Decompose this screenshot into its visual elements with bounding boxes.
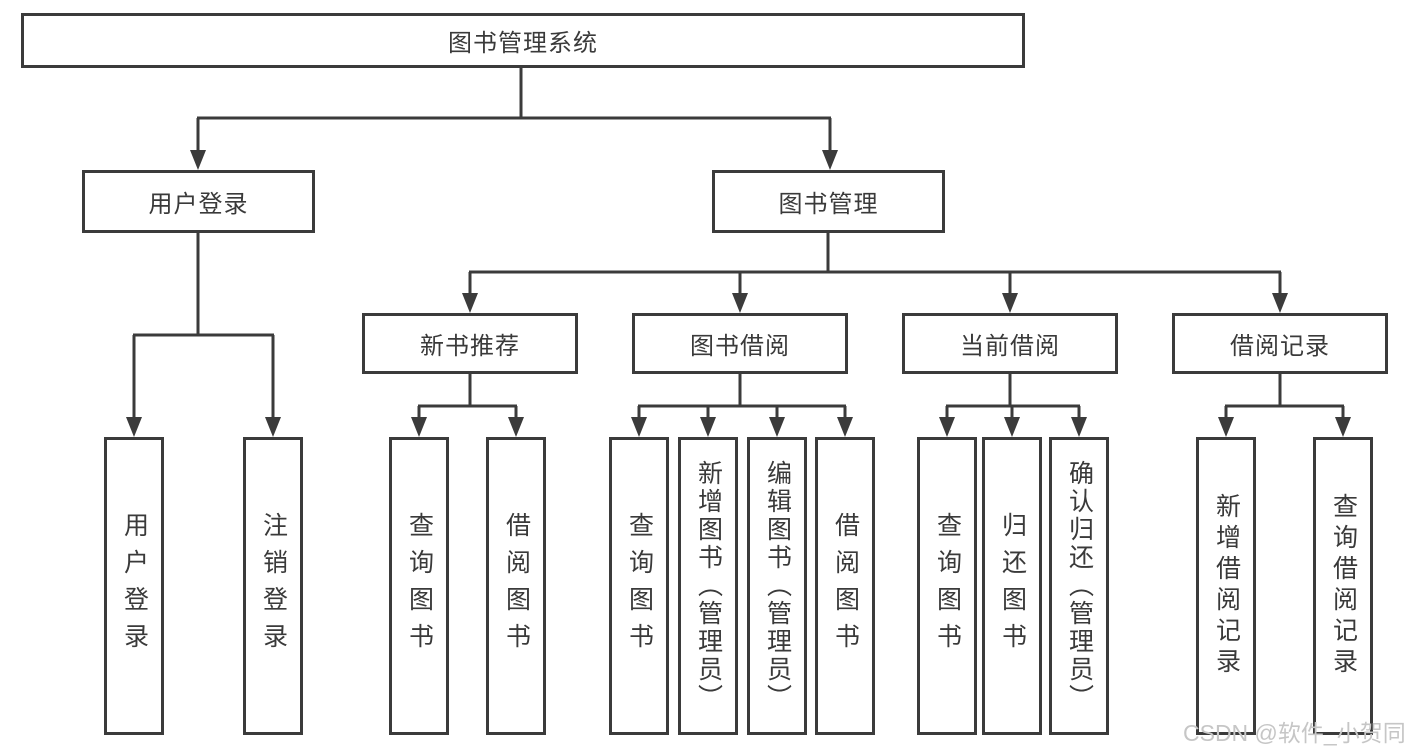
- arrow-down-icon: [1071, 417, 1087, 437]
- arrow-down-icon: [700, 417, 716, 437]
- leaf-confirm-return-admin: 确认归还（管理员）: [1049, 437, 1109, 735]
- arrow-down-icon: [1335, 417, 1351, 437]
- leaf-borrow-books: 借阅图书: [815, 437, 875, 735]
- leaf-logout: 注销登录: [243, 437, 303, 735]
- arrow-down-icon: [1004, 417, 1020, 437]
- node-user-login: 用户登录: [82, 170, 315, 233]
- leaf-edit-books-admin: 编辑图书（管理员）: [747, 437, 807, 735]
- arrow-down-icon: [732, 293, 748, 313]
- arrow-down-icon: [822, 150, 838, 170]
- arrow-down-icon: [462, 293, 478, 313]
- arrow-down-icon: [769, 417, 785, 437]
- node-system-root: 图书管理系统: [21, 13, 1025, 68]
- arrow-down-icon: [411, 417, 427, 437]
- arrow-down-icon: [190, 150, 206, 170]
- leaf-user-login: 用户登录: [104, 437, 164, 735]
- arrow-down-icon: [631, 417, 647, 437]
- node-book-borrowing: 图书借阅: [632, 313, 848, 374]
- node-borrowing-records: 借阅记录: [1172, 313, 1388, 374]
- arrow-down-icon: [126, 417, 142, 437]
- node-book-management: 图书管理: [712, 170, 945, 233]
- csdn-watermark: CSDN @软件_小贺同学: [1183, 720, 1405, 746]
- arrow-down-icon: [1272, 293, 1288, 313]
- arrow-down-icon: [1002, 293, 1018, 313]
- leaf-query-books: 查询图书: [609, 437, 669, 735]
- node-current-borrowing: 当前借阅: [902, 313, 1118, 374]
- arrow-down-icon: [837, 417, 853, 437]
- leaf-add-books-admin: 新增图书（管理员）: [678, 437, 738, 735]
- leaf-return-books: 归还图书: [982, 437, 1042, 735]
- arrow-down-icon: [939, 417, 955, 437]
- arrowheads: [126, 150, 1351, 437]
- leaf-borrow-books: 借阅图书: [486, 437, 546, 735]
- arrow-down-icon: [265, 417, 281, 437]
- arrow-down-icon: [508, 417, 524, 437]
- arrow-down-icon: [1218, 417, 1234, 437]
- leaf-query-borrow-record: 查询借阅记录: [1313, 437, 1373, 735]
- node-new-book-recommendation: 新书推荐: [362, 313, 578, 374]
- leaf-query-books: 查询图书: [917, 437, 977, 735]
- leaf-query-books: 查询图书: [389, 437, 449, 735]
- leaf-add-borrow-record: 新增借阅记录: [1196, 437, 1256, 735]
